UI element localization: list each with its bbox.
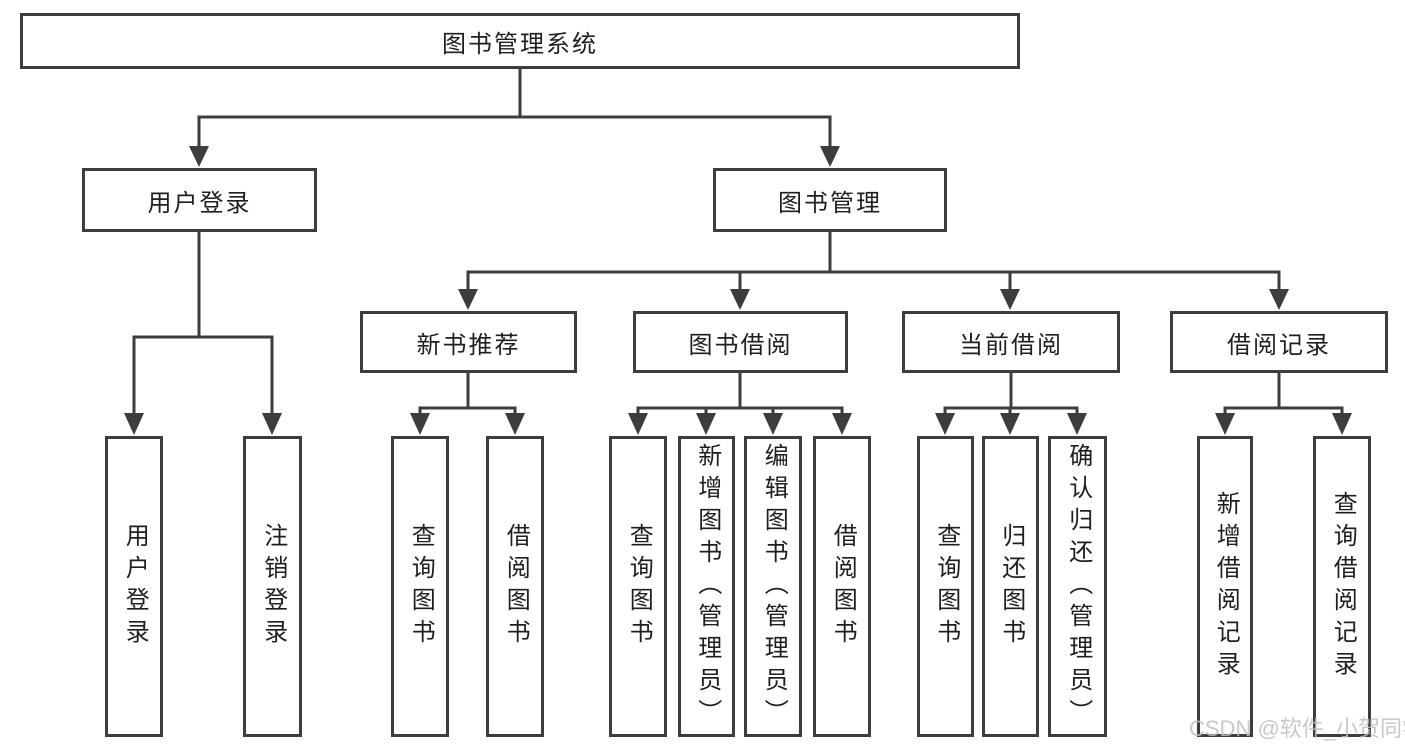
leaf-add-borrow-record: 新增借阅记录 [1197, 436, 1253, 737]
leaf-query-borrow-record: 查询借阅记录 [1313, 436, 1371, 737]
connector-bookmgmt-to-level3 [466, 232, 1281, 292]
leaf-return-book: 归还图书 [982, 436, 1039, 737]
leaf-logout: 注销登录 [243, 436, 302, 737]
connector-root-to-level2 [197, 69, 832, 150]
node-current-borrowing: 当前借阅 [902, 311, 1120, 373]
node-borrowing-records: 借阅记录 [1170, 311, 1388, 373]
node-new-book-recommend: 新书推荐 [360, 311, 577, 373]
leaf-borrow-books-recommend: 借阅图书 [486, 436, 544, 737]
leaf-borrow-books: 借阅图书 [813, 436, 871, 737]
leaf-query-books-borrow: 查询图书 [609, 436, 667, 737]
leaf-add-book-admin: 新增图书（管理员） [678, 436, 735, 737]
node-book-borrowing: 图书借阅 [633, 311, 848, 373]
arrowheads [124, 146, 1352, 435]
node-user-login: 用户登录 [82, 168, 317, 232]
leaf-edit-book-admin: 编辑图书（管理员） [744, 436, 802, 737]
csdn-watermark: CSDN @软件_小贺同学 [1189, 716, 1405, 741]
connector-newbooks-to-leaves [418, 373, 517, 416]
leaf-query-books-current: 查询图书 [917, 436, 974, 737]
node-book-management: 图书管理 [713, 168, 947, 232]
leaf-user-login: 用户登录 [105, 436, 163, 737]
connector-current-to-leaves [943, 373, 1079, 416]
connector-borrow-to-leaves [636, 373, 844, 416]
connector-userlogin-to-leaves [132, 232, 274, 416]
connector-records-to-leaves [1223, 373, 1344, 416]
leaf-confirm-return-admin: 确认归还（管理员） [1048, 436, 1107, 737]
leaf-query-books-recommend: 查询图书 [391, 436, 449, 737]
node-root-library-system: 图书管理系统 [20, 13, 1020, 69]
